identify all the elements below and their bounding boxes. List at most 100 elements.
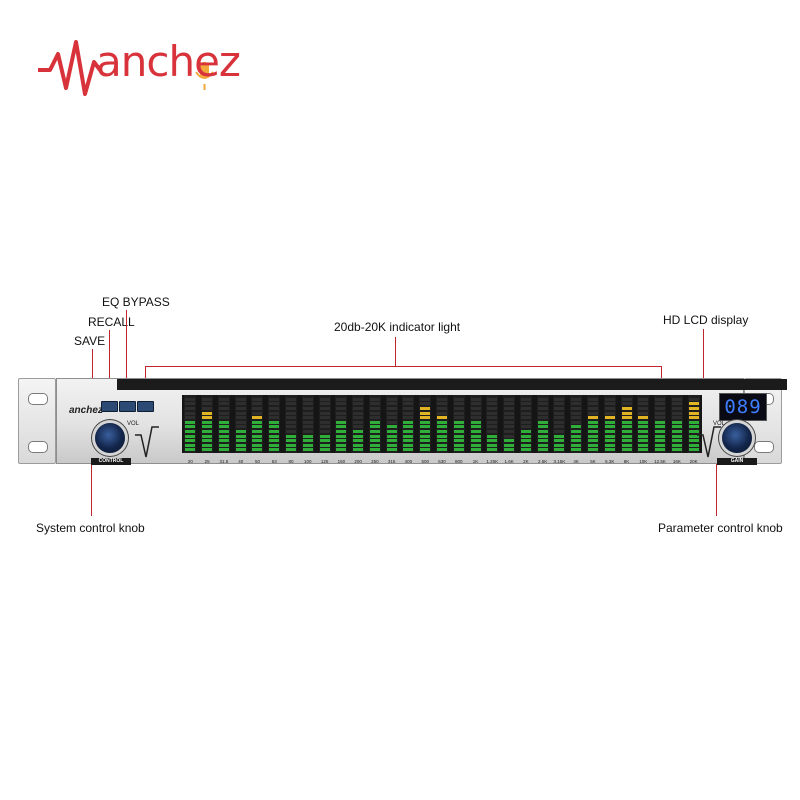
band-meter xyxy=(301,395,314,453)
meter-segment xyxy=(453,420,464,424)
meter-segment xyxy=(587,443,598,447)
meter-segment xyxy=(554,434,565,438)
band-meter xyxy=(670,395,683,453)
band-meter xyxy=(201,395,214,453)
band-frequency-label: 8K xyxy=(623,459,630,464)
meter-segment xyxy=(386,443,397,447)
meter-segment xyxy=(202,443,213,447)
meter-segment xyxy=(688,416,699,420)
meter-segment xyxy=(336,416,347,420)
meter-segment xyxy=(319,434,330,438)
band-meter xyxy=(519,395,532,453)
band-frequency-label: 500 xyxy=(421,459,429,464)
system-control-knob[interactable] xyxy=(95,423,125,453)
microphone-icon xyxy=(200,62,209,78)
meter-segment xyxy=(420,439,431,443)
band-frequency-label: 250 xyxy=(371,459,379,464)
band-frequency-label: 12.5K xyxy=(654,459,666,464)
band-meter xyxy=(352,395,365,453)
meter-segment xyxy=(218,411,229,415)
meter-segment xyxy=(638,430,649,433)
meter-segment xyxy=(269,397,280,401)
meter-segment xyxy=(202,439,213,443)
meter-segment xyxy=(604,448,615,452)
meter-segment xyxy=(537,397,548,401)
band-frequency-label: 2.5K xyxy=(538,459,548,464)
meter-segment xyxy=(218,397,229,401)
meter-segment xyxy=(386,411,397,415)
rack-hole xyxy=(754,441,774,453)
meter-segment xyxy=(369,416,380,420)
meter-segment xyxy=(353,411,364,415)
meter-segment xyxy=(235,411,246,415)
band-meter xyxy=(620,395,633,453)
meter-segment xyxy=(504,416,515,420)
band-meter xyxy=(402,395,415,453)
meter-segment xyxy=(386,407,397,410)
meter-segment xyxy=(286,411,297,415)
meter-segment xyxy=(437,420,447,424)
meter-segment xyxy=(554,425,565,429)
meter-segment xyxy=(621,448,632,452)
meter-segment xyxy=(504,434,515,438)
meter-segment xyxy=(353,397,364,401)
meter-segment xyxy=(386,430,397,433)
band-meter xyxy=(687,395,700,453)
band-frequency-label: 2K xyxy=(523,459,529,464)
meter-segment xyxy=(587,425,598,429)
meter-segment xyxy=(554,407,565,410)
meter-segment xyxy=(302,425,313,429)
meter-segment xyxy=(621,439,632,443)
meter-segment xyxy=(252,407,263,410)
meter-segment xyxy=(420,416,431,420)
meter-segment xyxy=(437,402,447,406)
meter-segment xyxy=(638,434,649,438)
meter-segment xyxy=(587,411,598,415)
meter-segment xyxy=(520,430,531,433)
meter-segment xyxy=(218,443,229,447)
rack-hole xyxy=(28,441,48,453)
parameter-control-knob[interactable] xyxy=(722,423,752,453)
eq-bypass-button[interactable] xyxy=(137,401,154,412)
recall-button[interactable] xyxy=(119,401,136,412)
meter-segment xyxy=(487,448,498,452)
meter-segment xyxy=(353,448,364,452)
meter-segment xyxy=(235,416,246,420)
meter-segment xyxy=(688,443,699,447)
meter-segment xyxy=(185,430,196,433)
meter-segment xyxy=(554,443,565,447)
signal-wave-icon xyxy=(135,426,159,458)
band-frequency-label: 20K xyxy=(689,459,698,464)
meter-segment xyxy=(437,425,447,429)
meter-segment xyxy=(302,402,313,406)
meter-segment xyxy=(369,448,380,452)
signal-wave-icon xyxy=(697,426,721,458)
meter-segment xyxy=(437,397,447,401)
leader-line-save xyxy=(92,349,93,402)
meter-segment xyxy=(369,434,380,438)
meter-segment xyxy=(470,397,481,401)
meter-segment xyxy=(671,430,682,433)
meter-segment xyxy=(604,411,615,415)
meter-segment xyxy=(655,443,666,447)
top-strip xyxy=(117,379,787,390)
meter-segment xyxy=(437,434,447,438)
meter-segment xyxy=(554,402,565,406)
meter-segment xyxy=(437,439,447,443)
meter-segment xyxy=(571,439,582,443)
save-button[interactable] xyxy=(101,401,118,412)
meter-segment xyxy=(604,407,615,410)
band-meter xyxy=(570,395,583,453)
meter-segment xyxy=(671,448,682,452)
band-meter xyxy=(553,395,566,453)
meter-segment xyxy=(638,439,649,443)
meter-segment xyxy=(587,416,598,420)
meter-segment xyxy=(571,416,582,420)
meter-segment xyxy=(235,439,246,443)
meter-segment xyxy=(319,443,330,447)
meter-segment xyxy=(403,425,414,429)
meter-segment xyxy=(353,420,364,424)
meter-segment xyxy=(302,416,313,420)
meter-segment xyxy=(336,439,347,443)
meter-segment xyxy=(202,425,213,429)
